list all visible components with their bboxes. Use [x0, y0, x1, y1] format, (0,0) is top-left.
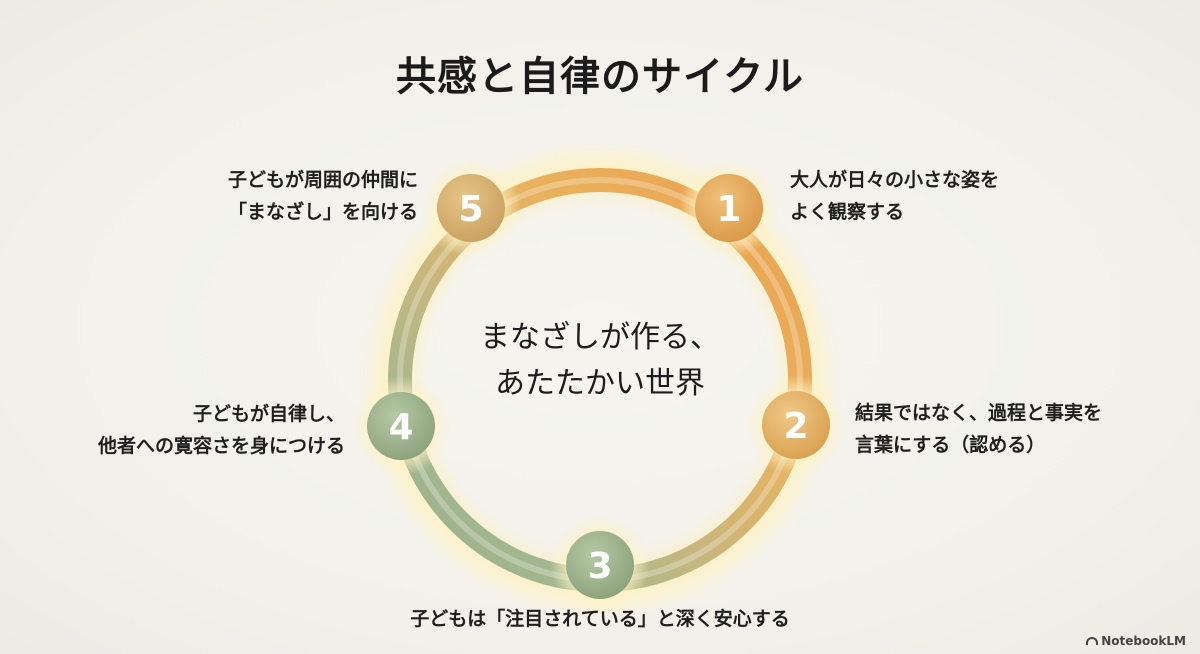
step-label-3-line-1: 子どもは「注目されている」と深く安心する: [410, 608, 790, 630]
center-message-line-1: まなざしが作る、: [480, 320, 720, 355]
page-title: 共感と自律のサイクル: [396, 54, 804, 100]
step-label-4-line-2: 他者への寛容さを身につける: [97, 435, 345, 457]
step-label-1-line-2: よく観察する: [790, 201, 905, 223]
step-label-1-line-1: 大人が日々の小さな姿を: [790, 169, 1000, 191]
step-label-4-line-1: 子どもが自律し、: [192, 403, 345, 425]
notebooklm-icon: [1086, 637, 1099, 645]
step-label-1: 大人が日々の小さな姿を よく観察する: [790, 164, 999, 228]
center-message: まなざしが作る、 あたたかい世界: [440, 315, 760, 407]
step-label-5-line-1: 子どもが周囲の仲間に: [227, 169, 418, 191]
step-number-4: 4: [388, 407, 413, 448]
step-node-5: 5: [437, 174, 505, 242]
step-number-5: 5: [458, 189, 483, 230]
step-label-2-line-1: 結果ではなく、過程と事実を: [855, 402, 1103, 424]
step-node-2: 2: [762, 391, 830, 459]
step-number-2: 2: [783, 406, 808, 447]
step-number-1: 1: [716, 189, 741, 230]
step-number-3: 3: [587, 546, 612, 587]
step-node-4: 4: [367, 392, 435, 460]
step-label-5-line-2: 「まなざし」を向ける: [227, 201, 418, 223]
brand-name: NotebookLM: [1101, 634, 1186, 648]
center-message-line-2: あたたかい世界: [495, 366, 705, 401]
step-label-5: 子どもが周囲の仲間に 「まなざし」を向ける: [20, 164, 418, 228]
step-label-2: 結果ではなく、過程と事実を 言葉にする（認める）: [855, 397, 1102, 461]
step-label-3: 子どもは「注目されている」と深く安心する: [0, 603, 1200, 635]
brand-watermark: NotebookLM: [1086, 634, 1186, 648]
step-node-1: 1: [695, 174, 763, 242]
step-label-2-line-2: 言葉にする（認める）: [855, 434, 1046, 456]
step-label-4: 子どもが自律し、 他者への寛容さを身につける: [20, 398, 345, 462]
step-node-3: 3: [566, 531, 634, 599]
